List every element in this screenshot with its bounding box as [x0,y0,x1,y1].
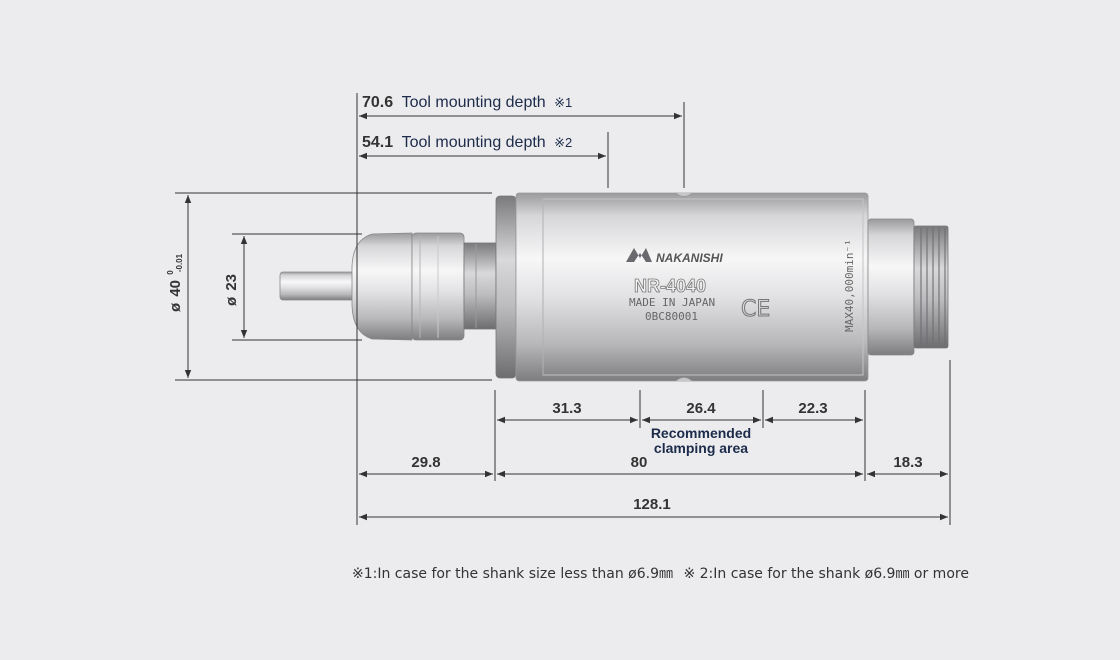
dim-80: 80 [631,454,648,471]
dim-total: 128.1 [633,496,671,513]
model-name: NR-4040 [634,276,706,296]
made-in-text: MADE IN JAPAN [629,296,715,309]
svg-text:ø 40 0 -0.01: ø 40 0 -0.01 [160,253,184,312]
footnote-1: ※1:In case for the shank size less than … [352,566,673,582]
diameter-inner-prefix: ø [223,296,240,306]
depth1-note: ※1 [554,95,572,110]
svg-text:ø 23: ø 23 [223,274,240,306]
depth2-note: ※2 [554,135,572,150]
serial-number: 0BC80001 [645,310,698,323]
diameter-outer-tol-lower: -0.01 [175,253,184,272]
depth2-label: Tool mounting depth [402,134,546,151]
svg-text:70.6 Tool mounting depth: 70.6 Tool mounting depth ※1 [362,94,572,111]
spindle-body [279,192,949,382]
spindle-neck [463,242,497,330]
dim-29-8: 29.8 [411,454,440,471]
rear-cap [867,218,915,356]
svg-text:54.1 Tool mounting depth: 54.1 Tool mounting depth ※2 [362,134,572,151]
dim-31-3: 31.3 [552,400,581,417]
nakanishi-logo-icon [626,248,652,262]
diameter-outer-value: 40 [167,280,184,297]
diameter-inner-value: 23 [223,274,240,291]
tool-shank [279,271,361,301]
spindle-flange [495,195,517,379]
footnotes: ※1:In case for the shank size less than … [352,563,975,583]
footnote-2: ※ 2:In case for the shank ø6.9㎜ or more [683,566,969,582]
collet-nose [351,232,413,341]
max-speed-text: MAX40,000min⁻¹ [843,239,856,332]
depth1-label: Tool mounting depth [402,94,546,111]
diameter-dimensions [175,192,492,381]
dim-18-3: 18.3 [893,454,922,471]
ce-mark-icon: CE [741,297,770,322]
dim-22-3: 22.3 [798,400,827,417]
dim-26-4: 26.4 [686,400,716,417]
brand-name: NAKANISHI [656,251,723,265]
clamping-label-line1: Recommended [651,425,751,441]
depth2-value: 54.1 [362,134,393,151]
depth1-value: 70.6 [362,94,393,111]
diameter-outer-tol-upper: 0 [166,270,175,275]
top-dimensions [356,93,685,525]
product-markings: NAKANISHI NR-4040 MADE IN JAPAN 0BC80001… [626,239,856,332]
bottom-dimensions [359,360,951,525]
diameter-outer-prefix: ø [167,302,184,312]
clamping-label-line2: clamping area [654,440,748,456]
